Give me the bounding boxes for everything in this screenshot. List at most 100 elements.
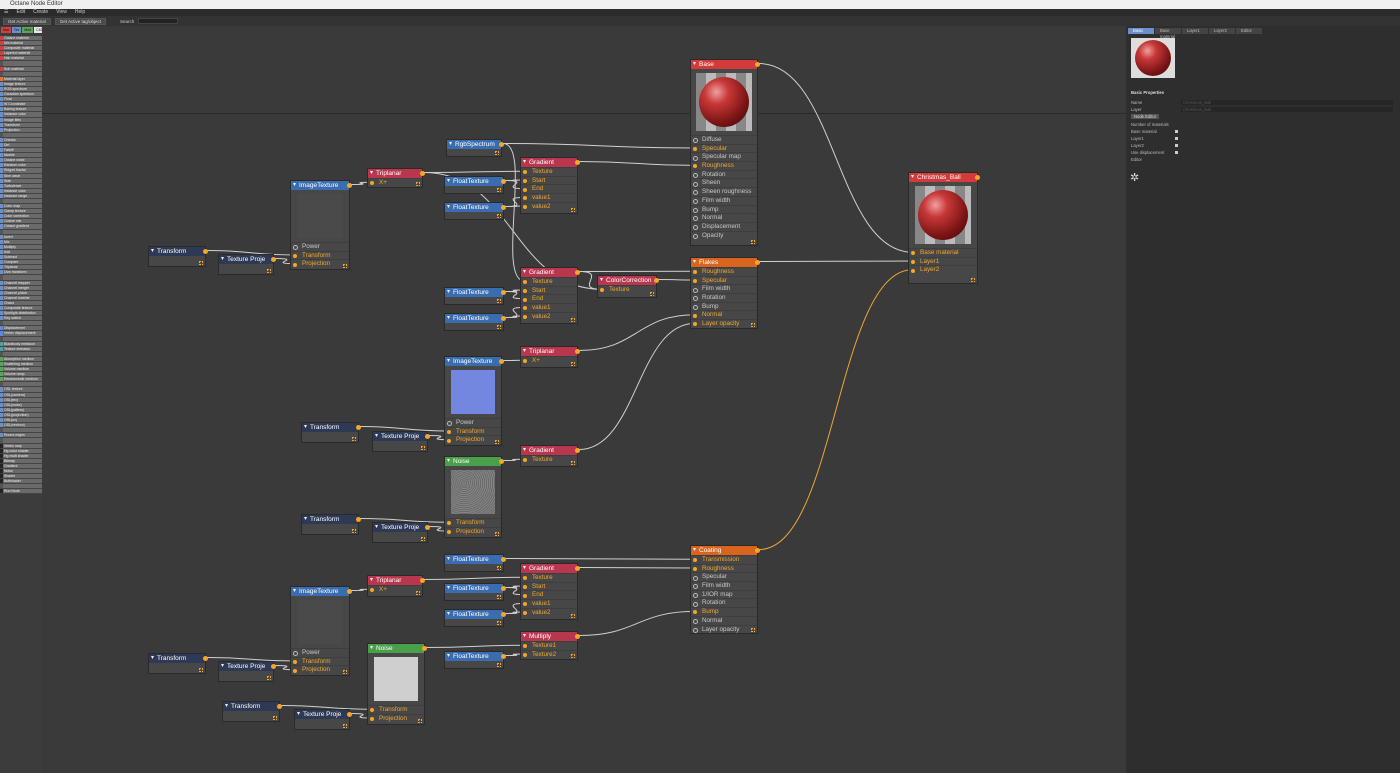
- node-tr1[interactable]: Transform: [148, 246, 208, 267]
- palette-item[interactable]: Marble: [0, 153, 42, 159]
- checkbox[interactable]: [1175, 137, 1178, 140]
- node-float2[interactable]: FloatTexture: [444, 202, 506, 220]
- menu-edit[interactable]: Edit: [16, 9, 26, 15]
- name-field[interactable]: Christmas_Ball: [1181, 100, 1393, 105]
- node-tp1[interactable]: Texture Proje: [218, 254, 276, 275]
- node-tr5[interactable]: Transform: [222, 701, 282, 722]
- output-port[interactable]: [654, 278, 659, 283]
- output-port[interactable]: [425, 525, 430, 530]
- node-input-pin[interactable]: Normal: [691, 310, 757, 319]
- resize-grip-icon[interactable]: [497, 214, 501, 218]
- node-float7[interactable]: FloatTexture: [444, 609, 506, 627]
- node-input-pin[interactable]: Texture: [521, 277, 577, 286]
- palette-item[interactable]: Noise: [0, 468, 42, 475]
- menu-view[interactable]: View: [56, 9, 67, 15]
- node-input-pin[interactable]: Transform: [368, 705, 424, 714]
- node-input-pin[interactable]: Texture: [598, 285, 656, 294]
- output-port[interactable]: [501, 654, 506, 659]
- node-header[interactable]: ColorCorrection: [598, 276, 659, 285]
- node-header[interactable]: FloatTexture: [445, 584, 506, 593]
- output-port[interactable]: [501, 586, 506, 591]
- node-header[interactable]: Texture Proje: [373, 523, 430, 532]
- palette-item[interactable]: Volume medium: [0, 367, 42, 373]
- resize-grip-icon[interactable]: [571, 614, 575, 618]
- palette-item[interactable]: Octane gradient: [0, 224, 42, 230]
- palette-item[interactable]: OSL(vectron): [0, 423, 42, 429]
- palette-item[interactable]: Octane noise: [0, 158, 42, 164]
- node-input-pin[interactable]: Power: [291, 648, 349, 657]
- node-rgbspec[interactable]: RgbSpectrum: [446, 139, 504, 157]
- output-port[interactable]: [499, 359, 504, 364]
- output-port[interactable]: [203, 249, 208, 254]
- node-input-pin[interactable]: Layer2: [909, 265, 977, 274]
- node-input-pin[interactable]: Texture: [521, 455, 577, 464]
- node-header[interactable]: Gradient: [521, 268, 580, 277]
- palette-item[interactable]: Run Node: [0, 489, 42, 495]
- palette-item[interactable]: Mix: [0, 239, 42, 245]
- node-input-pin[interactable]: Opacity: [691, 230, 757, 240]
- node-header[interactable]: FloatTexture: [445, 610, 506, 619]
- node-input-pin[interactable]: Normal: [691, 213, 757, 222]
- node-input-pin[interactable]: Rotation: [691, 169, 757, 179]
- palette-item[interactable]: RGB spectrum: [0, 86, 42, 93]
- node-header[interactable]: Flakes: [691, 258, 760, 267]
- palette-item[interactable]: Channel mapper: [0, 280, 42, 286]
- output-port[interactable]: [420, 171, 425, 176]
- resize-grip-icon[interactable]: [273, 716, 277, 720]
- node-float3[interactable]: FloatTexture: [444, 287, 506, 305]
- node-input-pin[interactable]: Layer1: [909, 256, 977, 266]
- node-header[interactable]: Noise: [445, 457, 504, 466]
- node-input-pin[interactable]: Roughness: [691, 161, 757, 170]
- resize-grip-icon[interactable]: [418, 719, 422, 723]
- node-header[interactable]: Triplanar: [368, 169, 425, 178]
- node-input-pin[interactable]: Projection: [291, 665, 349, 674]
- resize-grip-icon[interactable]: [421, 537, 425, 541]
- node-input-pin[interactable]: Power: [445, 418, 501, 427]
- menu-create[interactable]: Create: [33, 9, 49, 15]
- output-port[interactable]: [271, 664, 276, 669]
- output-port[interactable]: [347, 712, 352, 717]
- palette-item[interactable]: Randomwalk medium: [0, 377, 42, 383]
- node-tr2[interactable]: Transform: [301, 422, 361, 443]
- node-input-pin[interactable]: Specular: [691, 143, 757, 153]
- palette-item[interactable]: Uvw transform: [0, 270, 42, 276]
- node-input-pin[interactable]: value2: [521, 201, 577, 211]
- palette-item[interactable]: [0, 321, 42, 327]
- menu-help[interactable]: Help: [74, 9, 86, 15]
- node-header[interactable]: Transform: [223, 702, 282, 711]
- node-input-pin[interactable]: value1: [521, 599, 577, 608]
- palette-item[interactable]: Instance color: [0, 188, 42, 194]
- output-port[interactable]: [271, 257, 276, 262]
- node-input-pin[interactable]: value2: [521, 311, 577, 321]
- palette-item[interactable]: Multiply: [0, 244, 42, 250]
- output-port[interactable]: [356, 517, 361, 522]
- attribute-tab[interactable]: Editor: [1236, 28, 1262, 34]
- output-port[interactable]: [203, 656, 208, 661]
- output-port[interactable]: [347, 183, 352, 188]
- node-input-pin[interactable]: value2: [521, 607, 577, 617]
- node-header[interactable]: Texture Proje: [219, 255, 276, 264]
- node-header[interactable]: Noise: [368, 644, 427, 653]
- node-header[interactable]: Texture Proje: [295, 710, 352, 719]
- node-input-pin[interactable]: Specular: [691, 275, 757, 285]
- palette-item[interactable]: Checks: [0, 137, 42, 143]
- node-header[interactable]: FloatTexture: [445, 555, 506, 564]
- resize-grip-icon[interactable]: [199, 261, 203, 265]
- output-port[interactable]: [755, 62, 760, 67]
- node-input-pin[interactable]: End: [521, 590, 577, 599]
- palette-item[interactable]: Baking texture: [0, 107, 42, 113]
- node-header[interactable]: ImageTexture: [291, 587, 352, 596]
- resize-grip-icon[interactable]: [497, 621, 501, 625]
- output-port[interactable]: [356, 425, 361, 430]
- output-port[interactable]: [420, 578, 425, 583]
- resize-grip-icon[interactable]: [751, 323, 755, 327]
- output-port[interactable]: [975, 175, 980, 180]
- node-input-pin[interactable]: Texture: [521, 573, 577, 582]
- resize-grip-icon[interactable]: [343, 670, 347, 674]
- node-header[interactable]: FloatTexture: [445, 652, 506, 661]
- resize-grip-icon[interactable]: [571, 318, 575, 322]
- node-header[interactable]: FloatTexture: [445, 288, 506, 297]
